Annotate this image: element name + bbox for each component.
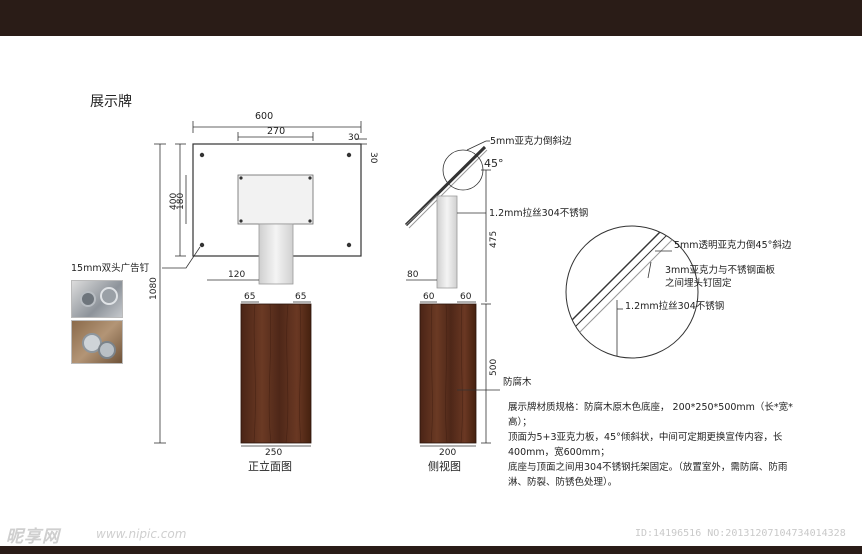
poster-area [237, 174, 314, 225]
nail-label: 15mm双头广告钉 [71, 262, 150, 274]
dim-65-right: 65 [295, 292, 306, 302]
nail-leader [162, 246, 201, 269]
detail-circle-large [565, 225, 699, 359]
dim-30-b: 30 [368, 152, 378, 164]
image-id: ID:14196516 NO:20131207104734014328 [635, 528, 846, 539]
front-caption: 正立面图 [248, 459, 292, 473]
detail-plate-label-2: 之间埋头钉固定 [665, 277, 732, 289]
side-steel-post [436, 195, 458, 289]
material-notes: 展示牌材质规格：防腐木原木色底座， 200*250*500mm（长*宽*高）； … [508, 400, 798, 490]
angle-label: 45° [484, 157, 504, 170]
side-view [404, 140, 500, 447]
tilted-board [404, 145, 487, 227]
footer-strip [0, 520, 862, 546]
dim-60-right: 60 [460, 292, 472, 302]
wood-label: 防腐木 [503, 376, 532, 388]
dim-400: 400 [169, 193, 179, 210]
bottom-frame-bar [0, 546, 862, 554]
dim-250: 250 [265, 448, 282, 458]
nail-photo-2 [71, 320, 123, 364]
dim-65-left: 65 [244, 292, 255, 302]
dim-120: 120 [228, 270, 245, 280]
dim-270: 270 [267, 126, 285, 137]
side-wood-base [419, 303, 477, 444]
top-frame-bar [0, 0, 862, 36]
notes-line-1: 展示牌材质规格：防腐木原木色底座， 200*250*500mm（长*宽*高）； [508, 402, 793, 428]
notes-line-2: 顶面为5+3亚克力板，45°倾斜状，中间可定期更换宣传内容，长400mm，宽60… [508, 432, 783, 458]
dim-180: 180 [176, 193, 186, 210]
dim-475: 475 [489, 231, 499, 248]
dim-500: 500 [489, 359, 499, 376]
side-caption: 侧视图 [428, 459, 461, 473]
watermark-brand: 昵享网 [6, 527, 60, 547]
nail-photo-1 [71, 280, 123, 318]
detail-plate-label-1: 3mm亚克力与不锈钢面板 [665, 264, 776, 276]
wood-base [240, 303, 312, 444]
detail-acrylic-label: 5mm透明亚克力倒45°斜边 [674, 239, 792, 251]
front-view [154, 121, 367, 447]
dim-600: 600 [255, 111, 273, 122]
steel-post [258, 223, 294, 285]
dim-200: 200 [439, 448, 456, 458]
dim-1080: 1080 [149, 277, 159, 300]
detail-steel-label: 1.2mm拉丝304不锈钢 [625, 300, 724, 312]
page-title: 展示牌 [90, 94, 132, 110]
dim-80: 80 [407, 270, 419, 280]
notes-line-3: 底座与顶面之间用304不锈钢托架固定。（放置室外，需防腐、防雨淋、防裂、防锈色处… [508, 462, 788, 488]
dim-60-left: 60 [423, 292, 435, 302]
watermark-url: www.nipic.com [96, 527, 187, 541]
acrylic-edge-label: 5mm亚克力倒斜边 [490, 135, 572, 147]
dim-30-a: 30 [348, 133, 360, 143]
side-steel-label: 1.2mm拉丝304不锈钢 [489, 207, 588, 219]
detail-view [565, 225, 699, 359]
